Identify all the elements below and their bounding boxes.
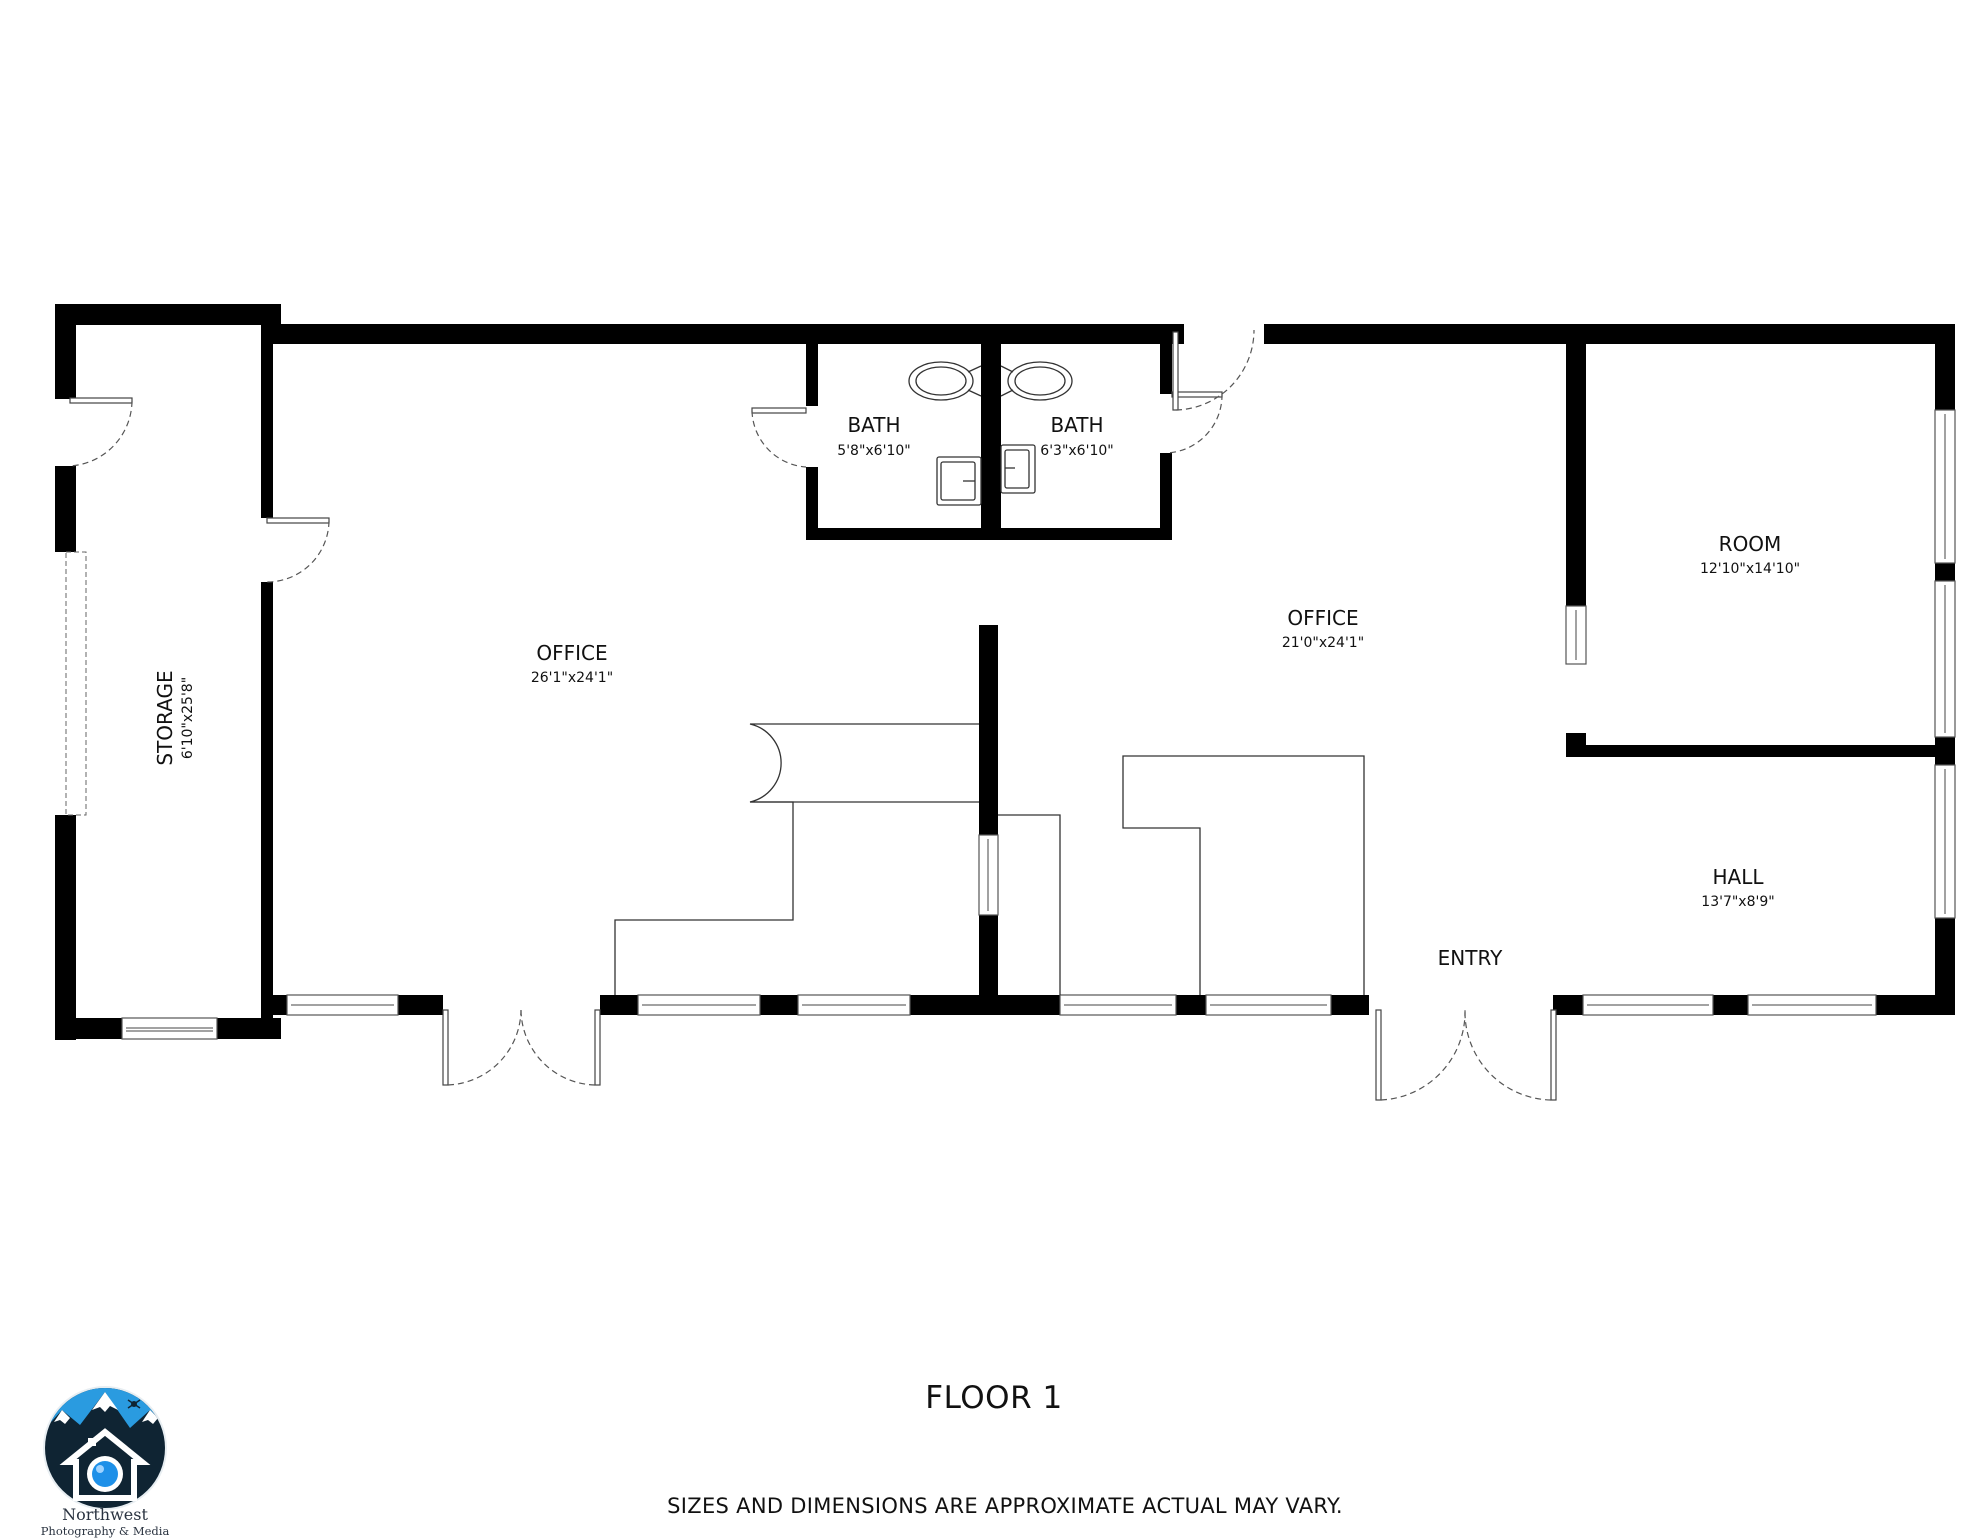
house-icon (59, 1428, 151, 1501)
svg-text:STORAGE: STORAGE (153, 670, 177, 765)
svg-text:ROOM: ROOM (1719, 532, 1782, 556)
bottom-windows (286, 994, 1877, 1016)
room-label-hall: HALL 13'7"x8'9" (1701, 865, 1774, 910)
north-door[interactable] (1172, 329, 1255, 411)
room-label-office-left: OFFICE 26'1"x24'1" (531, 641, 613, 686)
logo-name: Northwest (62, 1505, 148, 1524)
floor-title: FLOOR 1 (925, 1380, 1063, 1416)
svg-text:6'10"x25'8": 6'10"x25'8" (180, 677, 196, 759)
entry-double-door[interactable] (1375, 1009, 1557, 1101)
svg-text:26'1"x24'1": 26'1"x24'1" (531, 670, 613, 686)
toilet-icon (908, 361, 982, 401)
storage-side-opening (65, 551, 87, 816)
storage-office-door[interactable] (266, 517, 330, 583)
svg-text:HALL: HALL (1712, 865, 1764, 889)
room-label-office-right: OFFICE 21'0"x24'1" (1282, 606, 1364, 651)
room-label-room: ROOM 12'10"x14'10" (1700, 532, 1800, 577)
storage-door[interactable] (69, 397, 133, 467)
svg-text:BATH: BATH (1050, 413, 1103, 437)
bath-left-door[interactable] (751, 407, 807, 468)
drone-icon (127, 1399, 141, 1409)
toilet-icon (1000, 361, 1073, 401)
svg-text:13'7"x8'9": 13'7"x8'9" (1701, 894, 1774, 910)
room-label-storage: STORAGE 6'10"x25'8" (153, 670, 196, 765)
logo-tagline: Photography & Media (40, 1524, 170, 1538)
disclaimer: SIZES AND DIMENSIONS ARE APPROXIMATE ACT… (667, 1494, 1343, 1518)
svg-text:6'3"x6'10": 6'3"x6'10" (1040, 443, 1113, 459)
room-west-window (1565, 605, 1587, 665)
sink-icon (936, 456, 982, 506)
bath-walls (806, 344, 1172, 540)
room-label-bath-left: BATH 5'8"x6'10" (837, 413, 910, 459)
company-logo (43, 1386, 167, 1510)
svg-text:12'10"x14'10": 12'10"x14'10" (1700, 561, 1800, 577)
reception-desk-left (614, 723, 979, 995)
svg-text:OFFICE: OFFICE (536, 641, 607, 665)
svg-text:OFFICE: OFFICE (1287, 606, 1358, 630)
main-walls (261, 324, 1955, 1018)
svg-text:5'8"x6'10": 5'8"x6'10" (837, 443, 910, 459)
svg-text:ENTRY: ENTRY (1438, 946, 1503, 970)
svg-text:21'0"x24'1": 21'0"x24'1" (1282, 635, 1364, 651)
left-double-door[interactable] (442, 1009, 601, 1086)
storage-bottom-window (121, 1017, 218, 1040)
sink-icon (1000, 444, 1036, 494)
room-label-entry: ENTRY (1438, 946, 1503, 970)
room-label-bath-right: BATH 6'3"x6'10" (1040, 413, 1113, 459)
reception-desk-right (998, 755, 1365, 995)
storage-walls (55, 304, 281, 1040)
svg-text:BATH: BATH (847, 413, 900, 437)
divider-window (978, 834, 999, 916)
bath-right-door[interactable] (1165, 391, 1223, 454)
right-windows (1934, 409, 1956, 919)
